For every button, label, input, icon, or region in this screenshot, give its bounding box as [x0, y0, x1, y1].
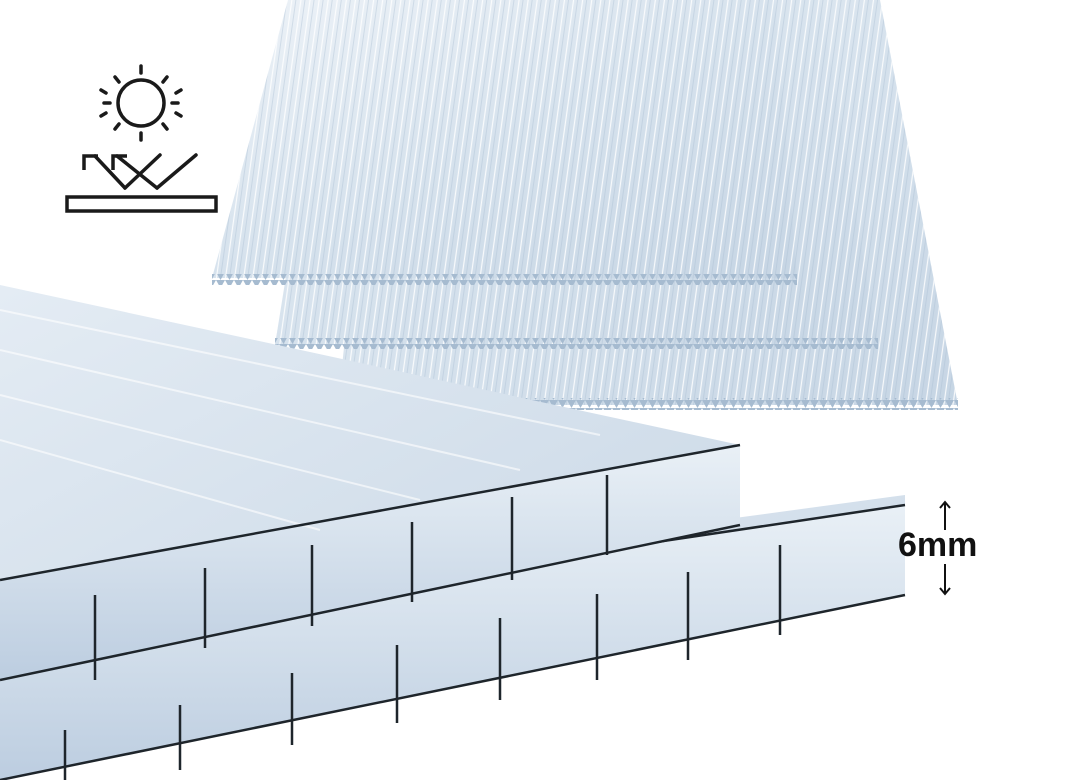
arrow-up-icon: [939, 500, 951, 530]
thickness-dimension: 6mm: [898, 500, 998, 600]
upper-sheet-stack: [212, 0, 958, 410]
arrow-down-icon: [939, 564, 951, 596]
thickness-label: 6mm: [898, 526, 978, 564]
foreground-sheets: [0, 285, 906, 780]
sun-reflection-icon: [65, 64, 218, 213]
